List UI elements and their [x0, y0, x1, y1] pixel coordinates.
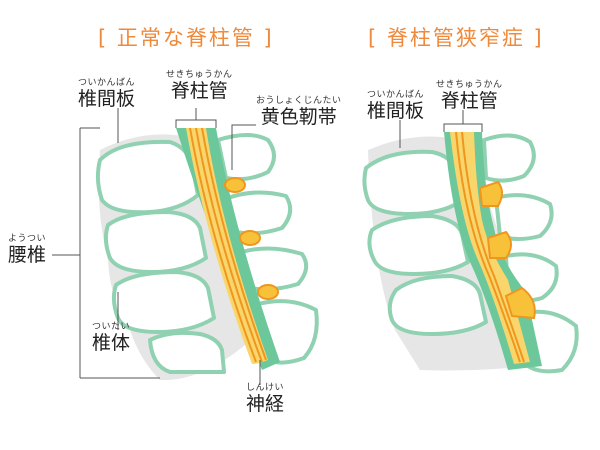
nerve-fibers-left — [189, 127, 267, 363]
normal-spine-illustration — [52, 108, 319, 385]
label-intervertebral-disc-right: ついかんばん 椎間板 — [367, 90, 425, 122]
ligamentum-flavum-right — [478, 180, 536, 320]
leader-lines-right — [399, 110, 483, 148]
label-spinal-canal-left: せきちゅうかん 脊柱管 — [166, 70, 233, 102]
title-stenosis: [ 脊柱管狭窄症 ] — [368, 26, 544, 50]
label-lumbar: ようつい 腰椎 — [8, 234, 47, 266]
label-spinal-canal-right: せきちゅうかん 脊柱管 — [436, 80, 503, 112]
vertebral-bodies-right — [362, 149, 488, 336]
ligamentum-flavum-left — [224, 177, 279, 300]
title-normal-canal: [ 正常な脊柱管 ] — [98, 26, 274, 50]
stenosis-spine-illustration — [362, 110, 579, 374]
label-nerve: しんけい 神経 — [246, 383, 285, 415]
leader-lines-left — [52, 108, 261, 385]
vertebral-bodies-left — [95, 139, 226, 374]
nerve-fibers-right — [455, 131, 525, 363]
label-vertebral-body: ついたい 椎体 — [92, 322, 131, 354]
label-intervertebral-disc-left: ついかんばん 椎間板 — [78, 78, 136, 110]
label-ligamentum-flavum: おうしょくじんたい 黄色靭帯 — [256, 96, 342, 128]
